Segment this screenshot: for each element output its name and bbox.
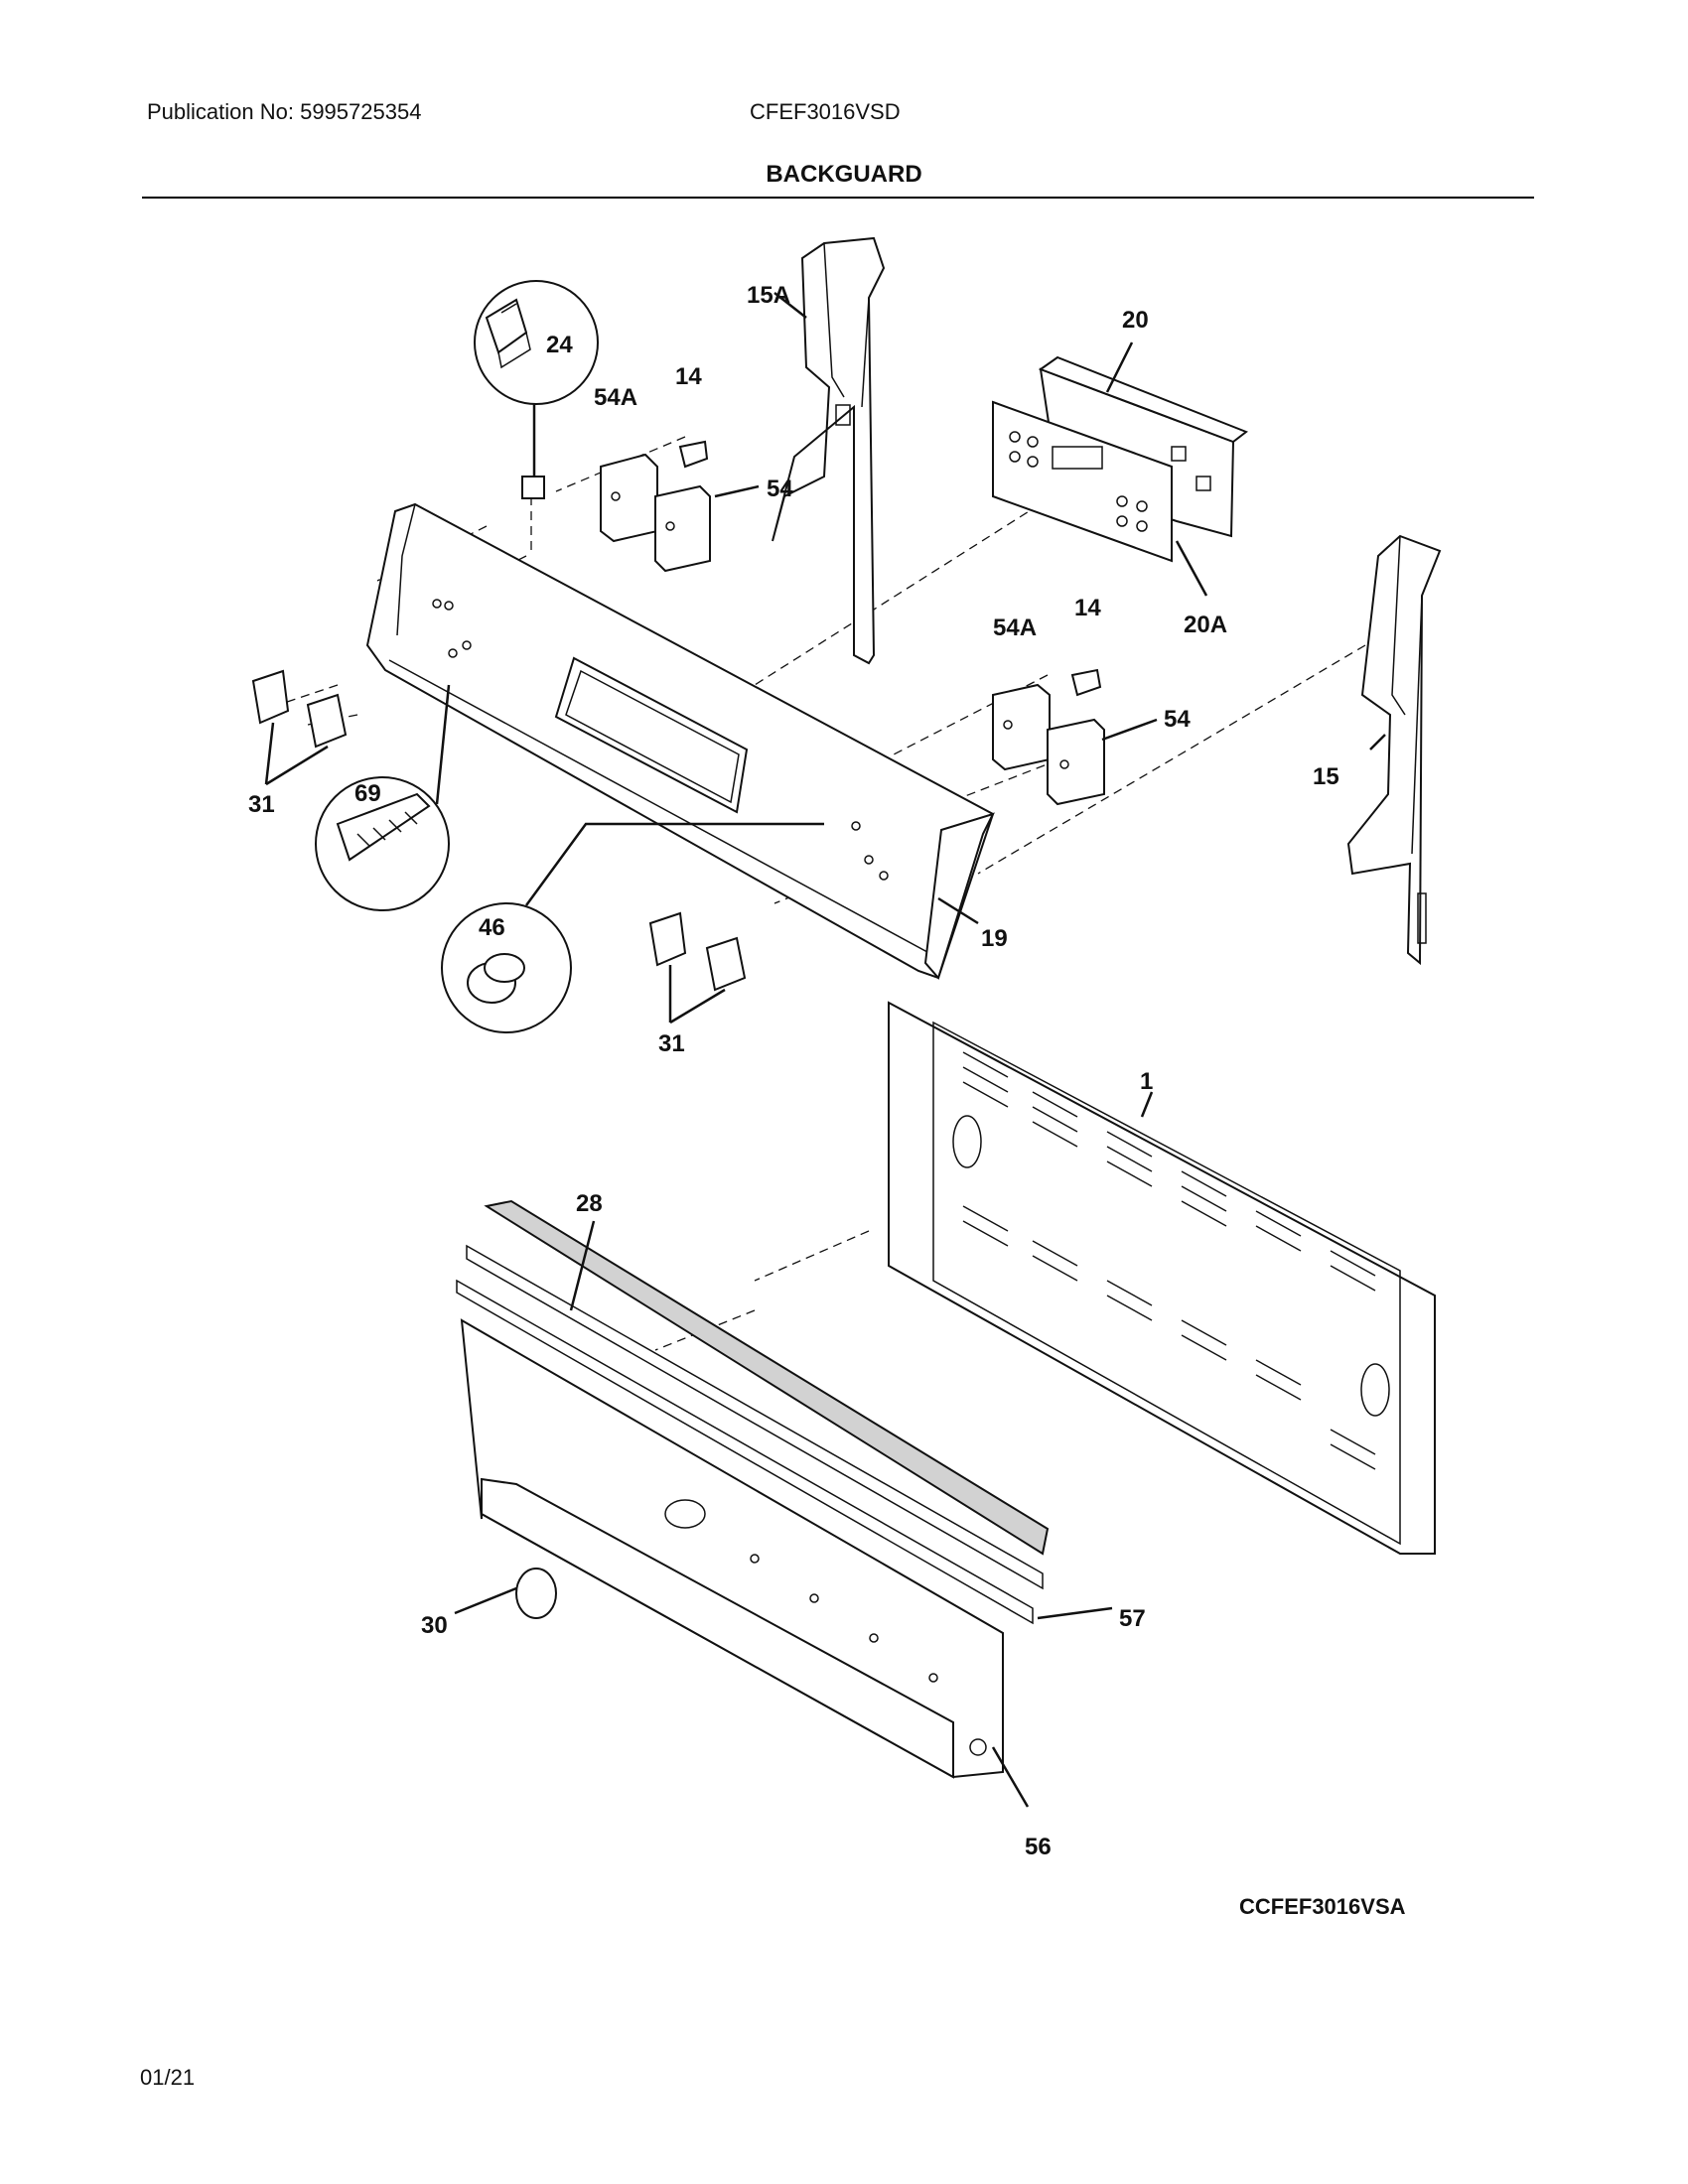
callout-24: 24	[546, 332, 573, 358]
callout-14-left: 14	[675, 363, 702, 390]
callout-1: 1	[1140, 1068, 1153, 1095]
callout-28: 28	[576, 1190, 603, 1217]
callout-46: 46	[479, 914, 505, 941]
callout-54a-right: 54A	[993, 614, 1037, 641]
page-date: 01/21	[140, 2065, 196, 2090]
callout-31-left: 31	[248, 791, 275, 818]
callout-69: 69	[354, 780, 381, 807]
callout-19: 19	[981, 925, 1008, 952]
callout-20a: 20A	[1184, 612, 1227, 638]
right-infinite-switches	[992, 668, 1105, 806]
screw-detail	[315, 684, 451, 911]
plug-button-detail	[441, 822, 824, 1033]
vent-slots	[962, 1051, 1376, 1470]
callout-57: 57	[1119, 1605, 1146, 1632]
model-number: CFEF3016VSD	[750, 99, 901, 124]
publication-number: Publication No: 5995725354	[147, 99, 422, 124]
callout-20: 20	[1122, 307, 1149, 334]
right-end-bracket	[1346, 534, 1442, 966]
callout-54-left: 54	[767, 476, 793, 502]
control-panel	[365, 502, 995, 981]
top-trim-and-channel	[456, 1199, 1050, 1625]
leader-lines	[454, 292, 1386, 1808]
callout-30: 30	[421, 1612, 448, 1639]
callout-15: 15	[1313, 763, 1339, 790]
callout-labels: 24 54A 14 54 15A 20 20A 54A 14 54 15 31 …	[248, 282, 1339, 1860]
lower-mounting-panel	[460, 1318, 1004, 1779]
rocker-switch-detail	[474, 280, 599, 499]
diagram-code: CCFEF3016VSA	[1239, 1894, 1406, 1919]
header-rule	[142, 197, 1534, 199]
left-end-bracket	[772, 236, 886, 665]
callout-14-right: 14	[1074, 595, 1101, 621]
callout-31-right: 31	[658, 1030, 685, 1057]
left-infinite-switches	[600, 440, 711, 573]
callout-54a-left: 54A	[594, 384, 637, 411]
control-knobs	[251, 669, 747, 1024]
hole-plug	[515, 1568, 557, 1619]
callout-54-right: 54	[1164, 706, 1191, 733]
section-title: BACKGUARD	[766, 161, 922, 188]
electronic-control-board	[992, 355, 1249, 563]
rear-vented-panel	[888, 1001, 1436, 1555]
callout-15a: 15A	[747, 282, 790, 309]
callout-56: 56	[1025, 1834, 1052, 1860]
